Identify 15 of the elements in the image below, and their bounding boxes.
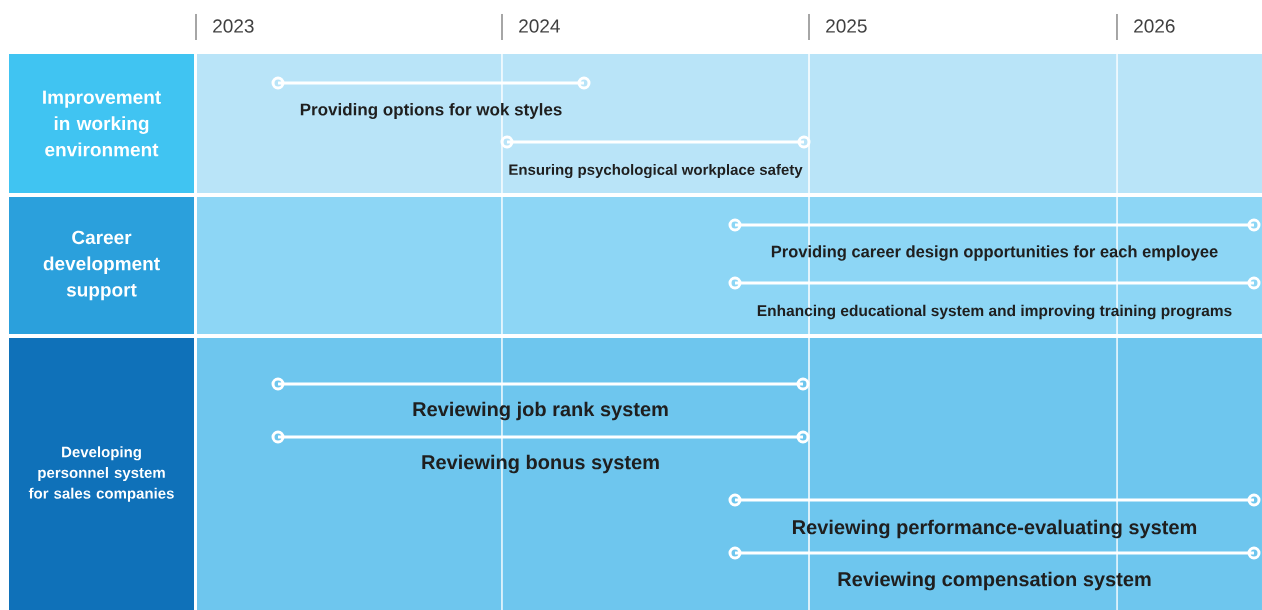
year-label: 2024 bbox=[519, 19, 560, 33]
category-box: Developing personnel system for sales companies bbox=[9, 338, 194, 610]
year-label: 2026 bbox=[1134, 19, 1175, 33]
task-label: Reviewing bonus system bbox=[422, 454, 659, 474]
task-label: Enhancing educational system and improving training programs bbox=[757, 304, 1232, 320]
task-label: Providing options for wok styles bbox=[300, 103, 562, 119]
task-label: Ensuring psychological workplace safety bbox=[509, 163, 803, 179]
category-box: Improvement in working environment bbox=[9, 54, 194, 193]
task-label: Reviewing job rank system bbox=[413, 401, 668, 421]
year-label: 2025 bbox=[826, 19, 867, 33]
year-label: 2023 bbox=[213, 19, 254, 33]
task-label: Reviewing performance-evaluating system bbox=[793, 519, 1197, 539]
task-label: Providing career design opportunities for each employee bbox=[771, 245, 1218, 261]
category-box: Career development support bbox=[9, 197, 194, 334]
task-label: Reviewing compensation system bbox=[838, 571, 1151, 591]
